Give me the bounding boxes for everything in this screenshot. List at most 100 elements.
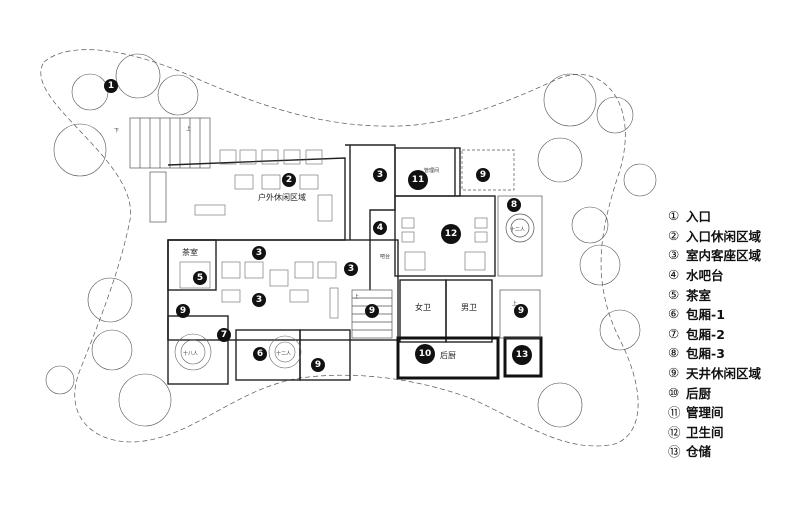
wc-fixtures [401,217,488,271]
marker-11: 11 [408,170,428,190]
svg-text:3: 3 [256,248,262,258]
marker-12: 12 [441,224,461,244]
legend-item: ⑤ 茶室 [668,284,761,304]
legend-label: 室内客座区域 [686,248,762,264]
svg-text:5: 5 [197,273,203,283]
marker-8: 8 [507,198,521,212]
legend: ① 入口 ② 入口休闲区域 ③ 室内客座区域 ④ 水吧台 ⑤ 茶室 ⑥ 包厢-1 ⑦ 包厢-2… [668,206,761,461]
stair-label-down-1: 下 [114,128,119,134]
svg-text:3: 3 [256,295,262,305]
stair-label-up-1: 上 [186,125,191,132]
service-core [394,147,496,343]
trees [45,53,657,428]
room-label-private-12b: 十二人 [510,226,525,233]
marker-10: 10 [415,344,435,364]
legend-label: 包厢-1 [686,307,725,323]
room-label-manage: 管理间 [424,167,439,174]
svg-text:7: 7 [221,330,227,340]
svg-text:1: 1 [108,81,114,91]
legend-label: 仓储 [686,444,712,460]
marker-9c: 9 [365,304,379,318]
svg-text:2: 2 [286,175,292,185]
terrace-furniture [194,149,333,222]
marker-13: 13 [512,345,532,365]
svg-text:4: 4 [377,223,383,233]
marker-6: 6 [253,347,267,361]
legend-label: 入口 [686,209,712,225]
legend-label: 卫生间 [686,424,724,440]
entry-stair [129,117,211,223]
legend-item: ⑨ 天井休闲区域 [668,363,761,383]
courtyard-right [461,149,543,339]
marker-9d: 9 [514,304,528,318]
legend-label: 包厢-2 [686,326,725,342]
room-label-bar: 吧台 [380,253,390,260]
svg-text:9: 9 [180,306,186,316]
legend-number: ⑫ [668,424,681,440]
legend-item: ⑦ 包厢-2 [668,324,761,344]
marker-3b: 3 [252,246,266,260]
marker-9a: 9 [476,168,490,182]
marker-3c: 3 [344,262,358,276]
site-boundary [40,49,639,447]
room-label-male-wc: 男卫 [461,303,477,312]
marker-5: 5 [193,271,207,285]
stair-label-up-3: 上 [512,300,517,307]
marker-7: 7 [217,328,231,342]
round-tables [174,333,302,371]
legend-number: ② [668,227,680,243]
svg-text:6: 6 [257,349,263,359]
private-rooms [167,315,351,385]
svg-text:9: 9 [315,360,321,370]
svg-text:3: 3 [377,170,383,180]
stair-label-up-2: 上 [354,293,359,300]
legend-item: ⑥ 包厢-1 [668,304,761,324]
legend-item: ⑬ 仓储 [668,441,761,461]
marker-1: 1 [104,79,118,93]
legend-label: 后厨 [686,385,712,401]
legend-number: ⑧ [668,345,680,361]
svg-text:9: 9 [369,306,375,316]
room-label-kitchen: 后厨 [440,350,456,360]
marker-4: 4 [373,221,387,235]
legend-label: 茶室 [686,287,712,303]
svg-text:9: 9 [480,170,486,180]
legend-item: ⑧ 包厢-3 [668,343,761,363]
legend-number: ⑥ [668,306,680,322]
marker-3a: 3 [373,168,387,182]
legend-number: ⑩ [668,384,680,400]
marker-9e: 9 [311,358,325,372]
legend-number: ③ [668,247,680,263]
svg-text:3: 3 [348,264,354,274]
legend-number: ⑬ [668,444,681,460]
legend-label: 天井休闲区域 [686,366,762,382]
legend-item: ⑩ 后厨 [668,382,761,402]
svg-text:9: 9 [518,306,524,316]
marker-3d: 3 [252,293,266,307]
room-label-outdoor: 户外休闲区域 [258,192,306,202]
legend-number: ⑨ [668,365,680,381]
tea-room [167,239,217,291]
legend-label: 包厢-3 [686,346,725,362]
legend-number: ④ [668,267,680,283]
legend-number: ⑤ [668,286,680,302]
room-label-private-18: 十八人 [183,350,198,357]
legend-label: 水吧台 [686,268,724,284]
svg-text:10: 10 [419,349,432,359]
legend-number: ① [668,208,680,224]
hall-furniture [179,261,339,319]
marker-2: 2 [282,173,296,187]
svg-text:12: 12 [445,229,458,239]
legend-item: ① 入口 [668,206,761,226]
legend-item: ③ 室内客座区域 [668,245,761,265]
legend-item: ④ 水吧台 [668,265,761,285]
legend-number: ⑦ [668,325,680,341]
svg-text:11: 11 [412,175,425,185]
legend-label: 管理间 [686,405,724,421]
main-hall [167,144,399,341]
legend-label: 入口休闲区域 [686,228,762,244]
legend-item: ⑫ 卫生间 [668,422,761,442]
